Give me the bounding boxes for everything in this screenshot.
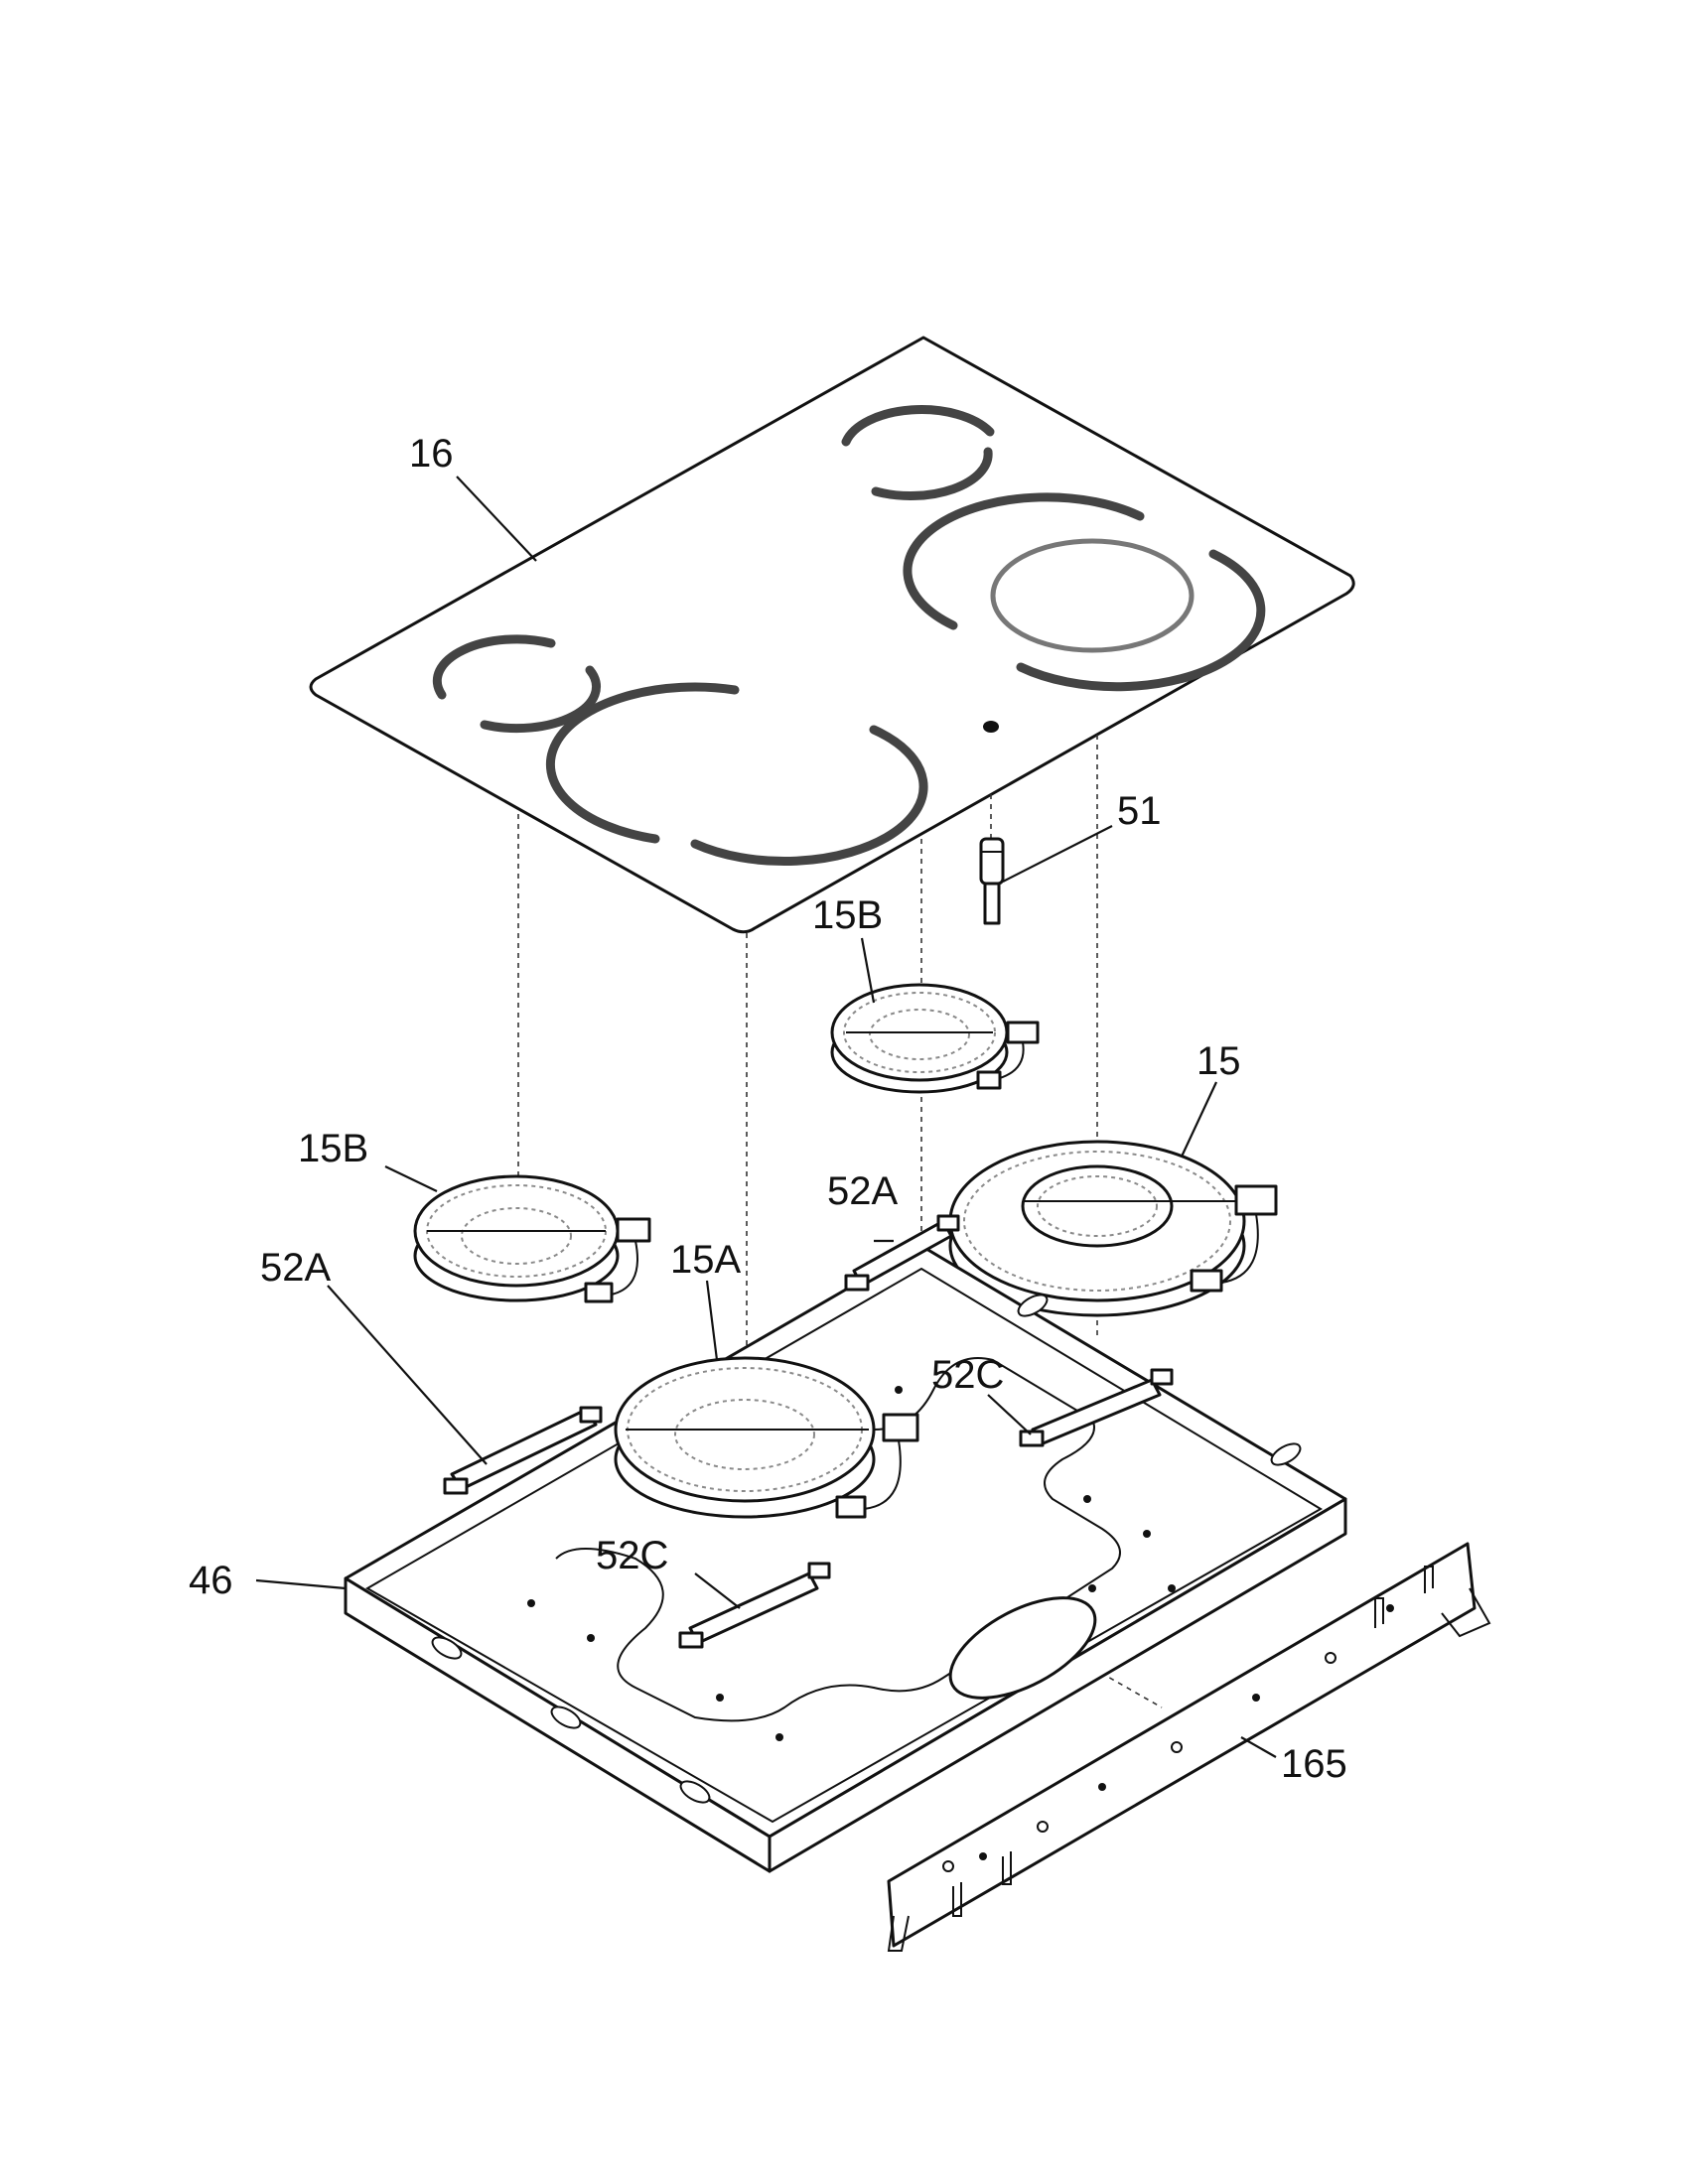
callout-46: 46 [189,1559,233,1602]
sensor-hole [983,721,999,733]
bracket-52C-left [678,1562,831,1649]
front-bracket-165 [887,1542,1491,1952]
burner-mark-back-right-small [841,405,995,500]
burner-mark-left-small [432,634,601,734]
glass-cooktop [309,336,1355,934]
burner-mark-front-large [545,682,928,867]
callout-52C-right: 52C [931,1353,1004,1397]
burner-mark-right-inner [990,538,1195,653]
heating-element-15 [948,1140,1278,1317]
callout-52A-right: 52A [827,1169,898,1213]
callout-51: 51 [1117,789,1162,833]
bracket-52A-right [844,1214,960,1292]
bracket-52C-right [1019,1368,1174,1447]
heating-element-15A [614,1356,919,1519]
callout-15A: 15A [670,1238,741,1282]
sensor-part-51 [979,837,1005,925]
burner-box-46 [344,1244,1347,1873]
callout-165: 165 [1281,1742,1347,1786]
callout-15B-top: 15B [812,893,883,937]
callout-16: 16 [409,432,454,476]
callout-labels: 16 51 15B 15 15B 52A 15A 52A 52C 52C 46 … [189,432,1347,1786]
callout-52A-left: 52A [260,1246,331,1290]
heating-element-15B-top [830,983,1040,1094]
heating-element-15B-left [413,1174,651,1303]
callout-52C-left: 52C [596,1534,668,1577]
bracket-52A-left [443,1406,603,1495]
callout-15: 15 [1196,1039,1241,1083]
leader-lines [255,476,1277,1758]
callout-15B-left: 15B [298,1127,368,1170]
burner-mark-right-large [903,492,1266,692]
